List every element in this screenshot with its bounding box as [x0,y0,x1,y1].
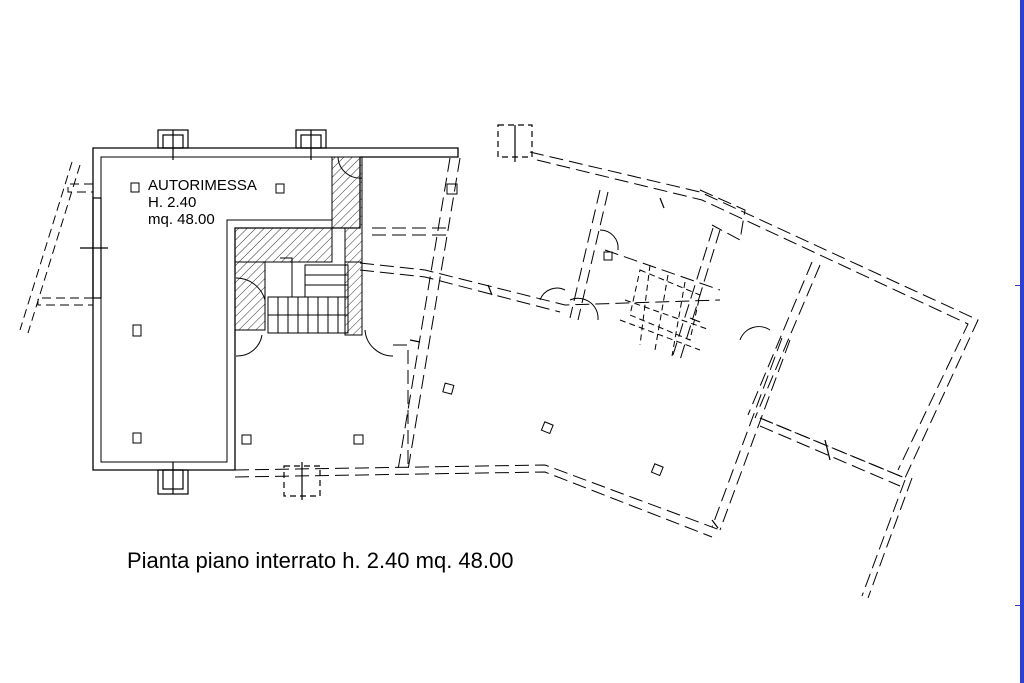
partition-grid [619,264,711,357]
room-height: H. 2.40 [148,194,197,211]
wall-ticks [409,197,831,529]
external-ramp [19,161,93,334]
pillar-markers [130,182,664,477]
plan-caption: Pianta piano interrato h. 2.40 mq. 48.00 [127,548,514,573]
room-name: AUTORIMESSA [148,177,257,194]
window-bays [80,124,533,500]
right-border-accent [1020,0,1024,683]
border-tick-top [1015,285,1024,286]
room-area: mq. 48.00 [148,211,215,228]
staircase [267,257,349,334]
border-tick-bottom [1015,605,1024,606]
adjacent-areas-dashed [234,151,979,599]
